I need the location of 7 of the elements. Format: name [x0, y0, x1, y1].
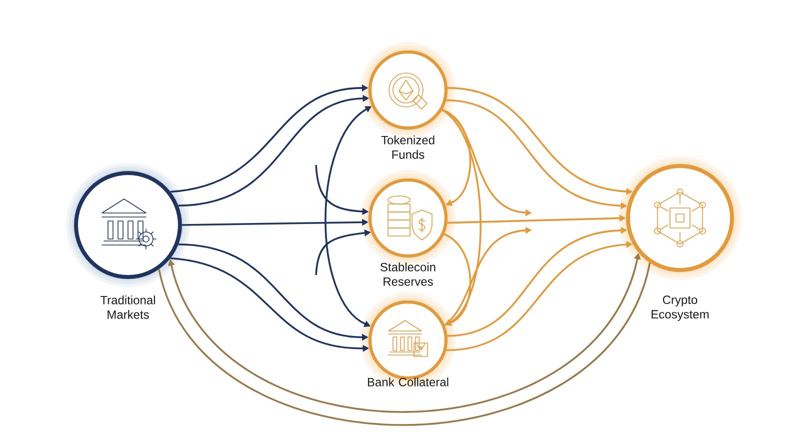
node-label: Stablecoin Reserves: [380, 262, 436, 286]
node-label: Tokenized Funds: [381, 136, 434, 159]
arrow: [442, 109, 482, 326]
arrow: [444, 233, 472, 326]
node-label: Bank Collateral: [368, 378, 448, 386]
node-label: Crypto Ecosystem: [652, 296, 709, 321]
node-label: Traditional Markets: [100, 296, 155, 319]
